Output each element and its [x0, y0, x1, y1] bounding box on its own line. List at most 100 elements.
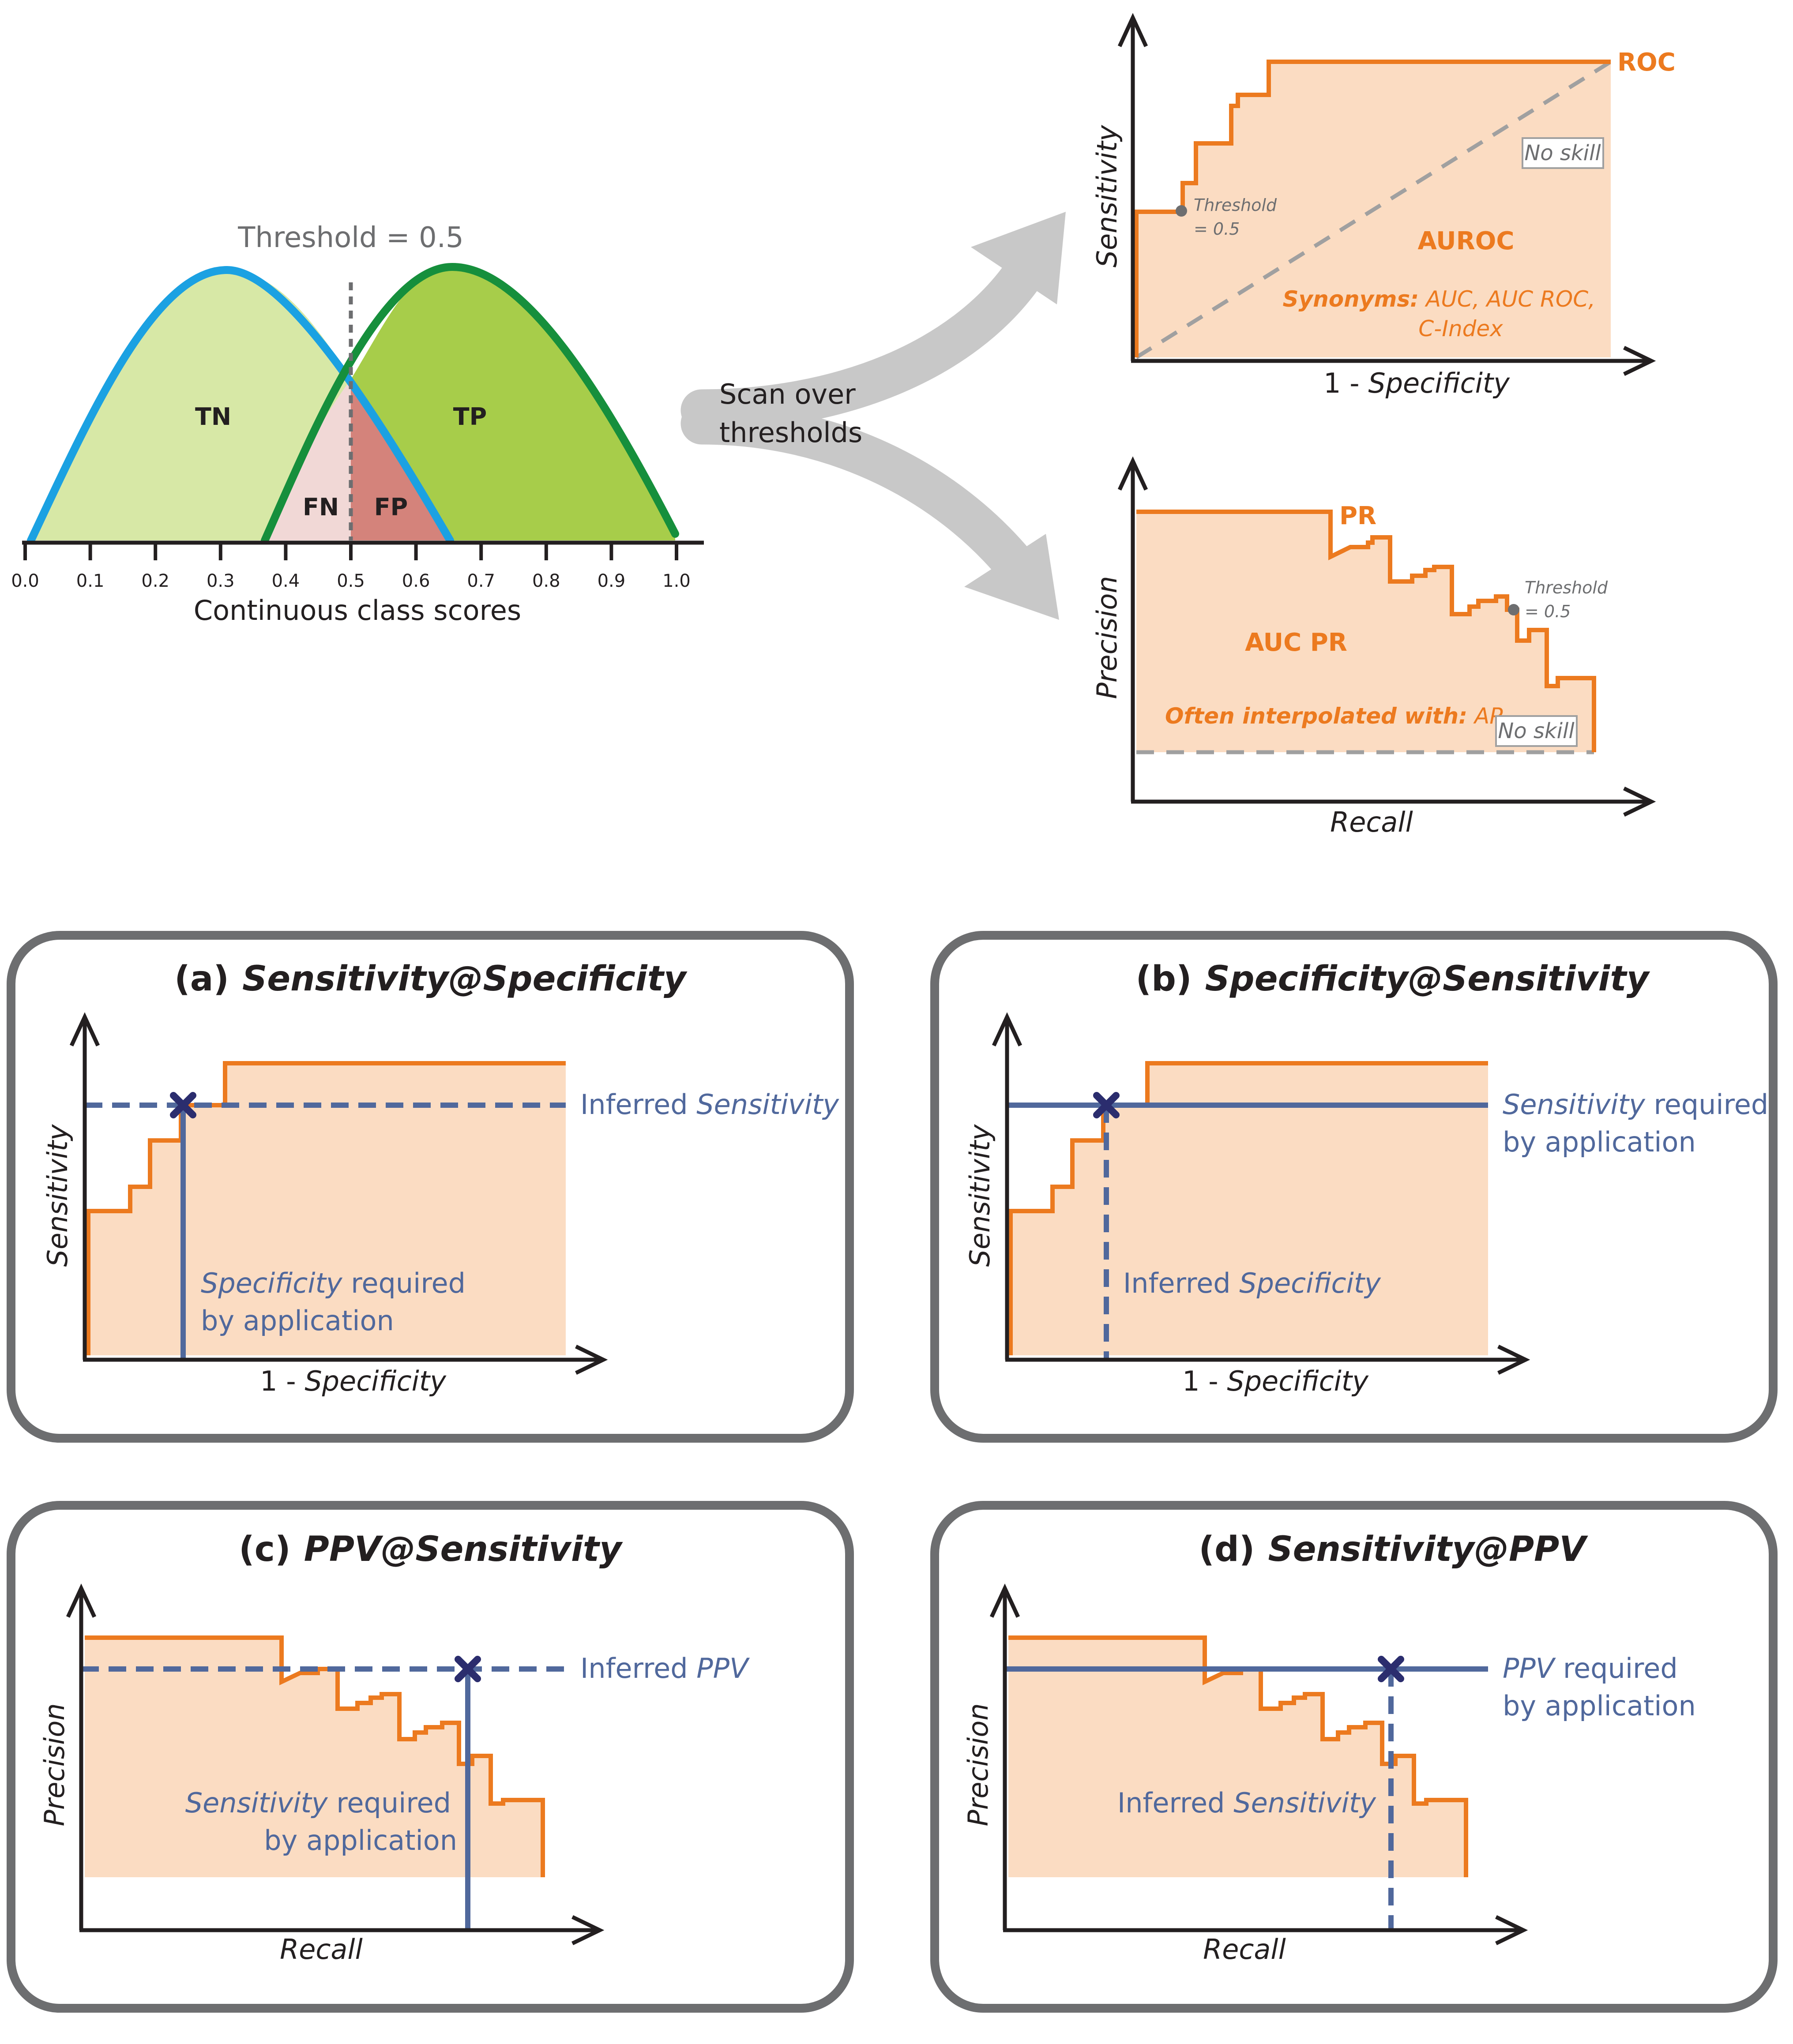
roc-synonyms-line1: Synonyms: AUC, AUC ROC, — [1283, 286, 1596, 312]
panel-d-right-label-1: PPV required — [1503, 1652, 1678, 1684]
pr-curve — [1136, 510, 1596, 752]
roc-y-arrowhead — [1117, 13, 1148, 47]
panel-c-inner-label-2: by application — [264, 1824, 457, 1856]
panel-b-y-label: Sensitivity — [964, 1124, 996, 1267]
score-axis-tick-label: 0.6 — [402, 571, 430, 591]
tp-label: TP — [453, 403, 487, 431]
scan-arrow-up-head — [971, 212, 1066, 304]
pr-y-label: Precision — [1091, 576, 1123, 699]
panel-a-x-label: 1 - Specificity — [260, 1365, 447, 1397]
pr-y-arrowhead — [1117, 456, 1148, 491]
panel-d-title: (d)Sensitivity@PPV — [1199, 1530, 1588, 1569]
panel-b-area — [1011, 1063, 1488, 1355]
panel-d-right-label-2: by application — [1503, 1690, 1696, 1722]
panel-b-y-arrowhead — [992, 1012, 1022, 1046]
panel-d-x-arrowhead — [1495, 1915, 1528, 1946]
panel-a-inner-label-2: by application — [201, 1305, 394, 1337]
panel-b-right-label-2: by application — [1503, 1126, 1696, 1158]
pr-x-label: Recall — [1330, 806, 1413, 838]
panel-a-cross-icon — [170, 1092, 196, 1118]
score-axis-tick-label: 0.1 — [76, 571, 105, 591]
panel-c-y-label: Precision — [38, 1703, 71, 1826]
tn-region — [31, 270, 351, 540]
roc-no-skill-label: No skill — [1524, 141, 1601, 165]
roc-threshold-point — [1176, 205, 1187, 217]
panel-a-roc-curve — [86, 1061, 566, 1355]
roc-x-label: 1 - Specificity — [1323, 367, 1510, 399]
panel-a-inner-label-1: Specificity required — [201, 1267, 466, 1299]
panel-d-y-arrowhead — [989, 1583, 1020, 1618]
roc-synonyms-line2: C-Index — [1418, 316, 1503, 341]
panel-b-title: (b)Specificity@Sensitivity — [1135, 959, 1650, 999]
pr-threshold-label-1: Threshold — [1525, 578, 1608, 597]
pr-curve-label: PR — [1339, 502, 1376, 530]
panel-c-x-arrowhead — [571, 1915, 605, 1946]
fn-label: FN — [303, 493, 339, 521]
pr-threshold-point — [1508, 604, 1519, 615]
roc-threshold-label-1: Threshold — [1194, 195, 1277, 215]
scan-arrows: Scan over thresholds — [680, 212, 1066, 620]
score-axis-tick-label: 0.3 — [207, 571, 235, 591]
panel-d-inner-label: Inferred Sensitivity — [1117, 1787, 1376, 1819]
pr-no-skill-label: No skill — [1498, 719, 1575, 743]
scan-arrow-down — [680, 402, 1036, 586]
roc-y-label: Sensitivity — [1091, 124, 1123, 267]
panel-b-inner-label: Inferred Specificity — [1123, 1267, 1381, 1299]
panel-a: (a)Sensitivity@Specificity Sensitivity 1… — [7, 931, 854, 1443]
roc-curve-label: ROC — [1617, 48, 1676, 77]
panel-d-area — [1008, 1638, 1466, 1877]
panel-c-y-arrowhead — [66, 1583, 97, 1618]
scan-label-line2: thresholds — [719, 416, 862, 449]
score-axis-tick-label: 0.4 — [272, 571, 300, 591]
panel-a-right-label: Inferred Sensitivity — [580, 1088, 839, 1121]
panel-c-area — [85, 1638, 543, 1877]
fp-label: FP — [374, 493, 408, 521]
score-axis-tick-label: 1.0 — [662, 571, 691, 591]
panel-b-roc-curve — [1008, 1061, 1488, 1355]
pr-no-skill-box — [1495, 715, 1578, 747]
roc-no-skill-box — [1522, 137, 1604, 169]
panel-c-right-label: Inferred PPV — [580, 1652, 750, 1684]
panel-a-title: (a)Sensitivity@Specificity — [174, 959, 688, 999]
pr-plot: PR Threshold = 0.5 AUC PR Often interpol… — [1091, 456, 1656, 838]
positive-class-curve — [261, 263, 679, 544]
panel-b-right-label-1: Sensitivity required — [1503, 1088, 1768, 1121]
panel-b: (b)Specificity@Sensitivity Sensitivity 1… — [930, 931, 1778, 1443]
panel-d-y-label: Precision — [962, 1703, 994, 1826]
score-axis-tick-label: 0.7 — [467, 571, 495, 591]
score-axis-label: Continuous class scores — [194, 594, 521, 626]
roc-area-label: AUROC — [1418, 227, 1515, 255]
panel-c-title: (c)PPV@Sensitivity — [239, 1530, 623, 1569]
score-axis-tick-label: 0.2 — [141, 571, 169, 591]
panel-c-x-label: Recall — [280, 1933, 363, 1965]
pr-area — [1136, 512, 1594, 752]
panel-b-cross-icon — [1093, 1092, 1120, 1118]
panel-c-inner-label-1: Sensitivity required — [185, 1787, 451, 1819]
panel-b-x-arrowhead — [1497, 1344, 1530, 1375]
scan-label-line1: Scan over — [719, 378, 856, 410]
threshold-label: Threshold = 0.5 — [237, 221, 464, 254]
panel-d-cross-icon — [1378, 1656, 1404, 1682]
roc-plot: ROC No skill Threshold = 0.5 AUROC Synon… — [1091, 13, 1676, 399]
roc-x-arrowhead — [1623, 345, 1656, 376]
pr-x-arrowhead — [1623, 786, 1656, 817]
panel-a-y-label: Sensitivity — [41, 1124, 74, 1267]
roc-no-skill-line — [1135, 60, 1612, 359]
roc-threshold-label-2: = 0.5 — [1194, 219, 1240, 239]
panel-b-x-label: 1 - Specificity — [1182, 1365, 1369, 1397]
panel-d: (d)Sensitivity@PPV Precision Recall PPV … — [930, 1501, 1778, 2013]
pr-threshold-label-2: = 0.5 — [1525, 602, 1571, 621]
panel-c-pr-curve — [85, 1635, 545, 1877]
panel-c-cross-icon — [455, 1656, 481, 1682]
scan-arrow-down-head — [964, 534, 1059, 620]
tp-region — [351, 267, 675, 540]
panel-d-x-label: Recall — [1203, 1933, 1286, 1965]
negative-class-curve — [27, 266, 454, 544]
pr-area-label: AUC PR — [1245, 628, 1347, 657]
score-axis-tick-label: 0.8 — [532, 571, 560, 591]
panel-a-area — [88, 1063, 566, 1355]
tn-label: TN — [195, 403, 231, 431]
